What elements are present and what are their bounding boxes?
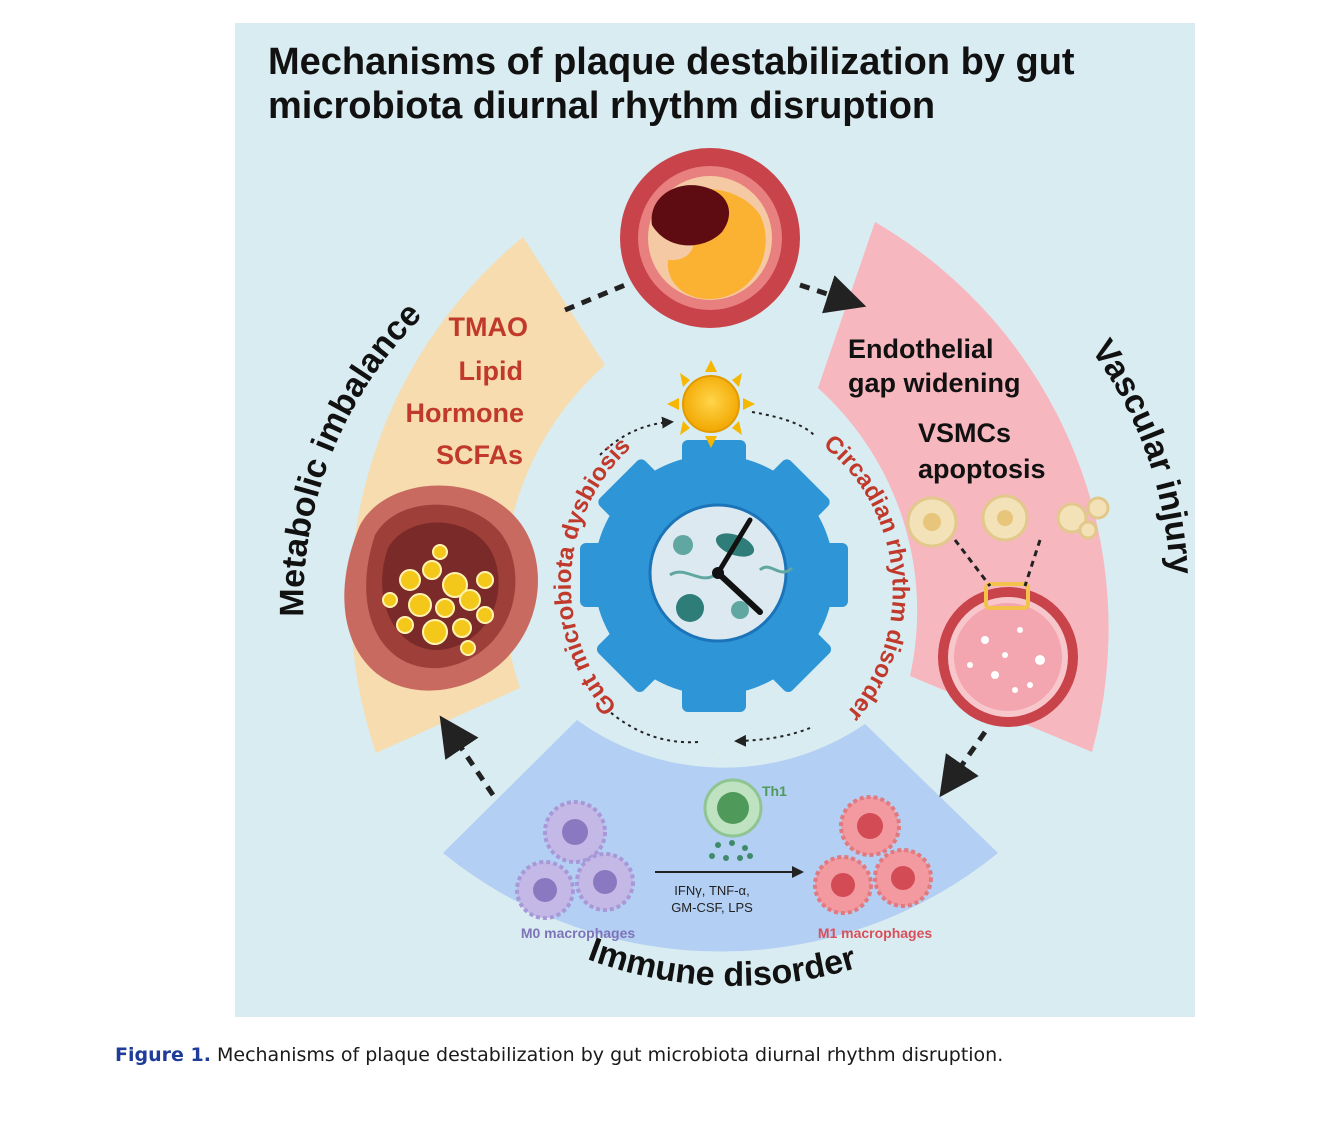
metabolic-item: TMAO xyxy=(449,312,528,342)
m1-macrophages xyxy=(813,795,933,915)
immune-sector xyxy=(443,720,998,952)
macrophage-icon xyxy=(839,795,901,857)
metabolic-item: SCFAs xyxy=(436,440,523,470)
macrophage-icon xyxy=(575,852,635,912)
caption-label: Figure 1. xyxy=(115,1044,211,1066)
vascular-item: Endothelial xyxy=(848,334,994,364)
m0-macrophages xyxy=(515,800,635,920)
sun-icon xyxy=(667,360,755,448)
immune-sector-shape xyxy=(443,720,998,952)
m1-label: M1 macrophages xyxy=(818,925,933,941)
th1-label: Th1 xyxy=(762,783,787,799)
macrophage-icon xyxy=(543,800,607,864)
vascular-item: gap widening xyxy=(848,368,1021,398)
cytokines-line1: IFNγ, TNF-α, xyxy=(674,883,749,898)
vascular-item: VSMCs xyxy=(918,418,1011,448)
cytokines-line2: GM-CSF, LPS xyxy=(671,900,753,915)
vessel-cross-section-icon xyxy=(938,539,1078,727)
title-line-1: Mechanisms of plaque destabilization by … xyxy=(268,41,1075,83)
metabolic-item: Hormone xyxy=(405,398,524,428)
artery-plaque-icon xyxy=(620,148,800,328)
caption-text: Mechanisms of plaque destabilization by … xyxy=(216,1044,1004,1066)
clock-icon xyxy=(648,503,794,643)
inner-cycle-arrows xyxy=(599,411,816,747)
lipid-droplets xyxy=(382,544,494,656)
macrophage-icon xyxy=(515,860,575,920)
lipid-vessel-icon xyxy=(344,485,538,691)
moon-icon xyxy=(707,718,738,762)
vascular-heading: Vascular injury xyxy=(1084,332,1200,575)
metabolic-items: TMAO Lipid Hormone SCFAs xyxy=(405,312,528,470)
macrophage-icon xyxy=(813,855,873,915)
outer-cycle-arrows xyxy=(439,275,988,798)
t-cell-icon xyxy=(703,778,763,861)
apoptotic-cells-icon xyxy=(906,494,1110,548)
figure-caption: Figure 1. Mechanisms of plaque destabili… xyxy=(115,1044,1003,1066)
metabolic-item: Lipid xyxy=(459,356,523,386)
vascular-item: apoptosis xyxy=(918,454,1046,484)
title-line-2: microbiota diurnal rhythm disruption xyxy=(268,85,936,127)
bacteria-icon xyxy=(669,533,794,622)
macrophage-icon xyxy=(873,848,933,908)
figure-title: Mechanisms of plaque destabilization by … xyxy=(268,40,1188,128)
m0-label: M0 macrophages xyxy=(521,925,636,941)
vascular-items: Endothelial gap widening VSMCs apoptosis xyxy=(848,334,1046,484)
